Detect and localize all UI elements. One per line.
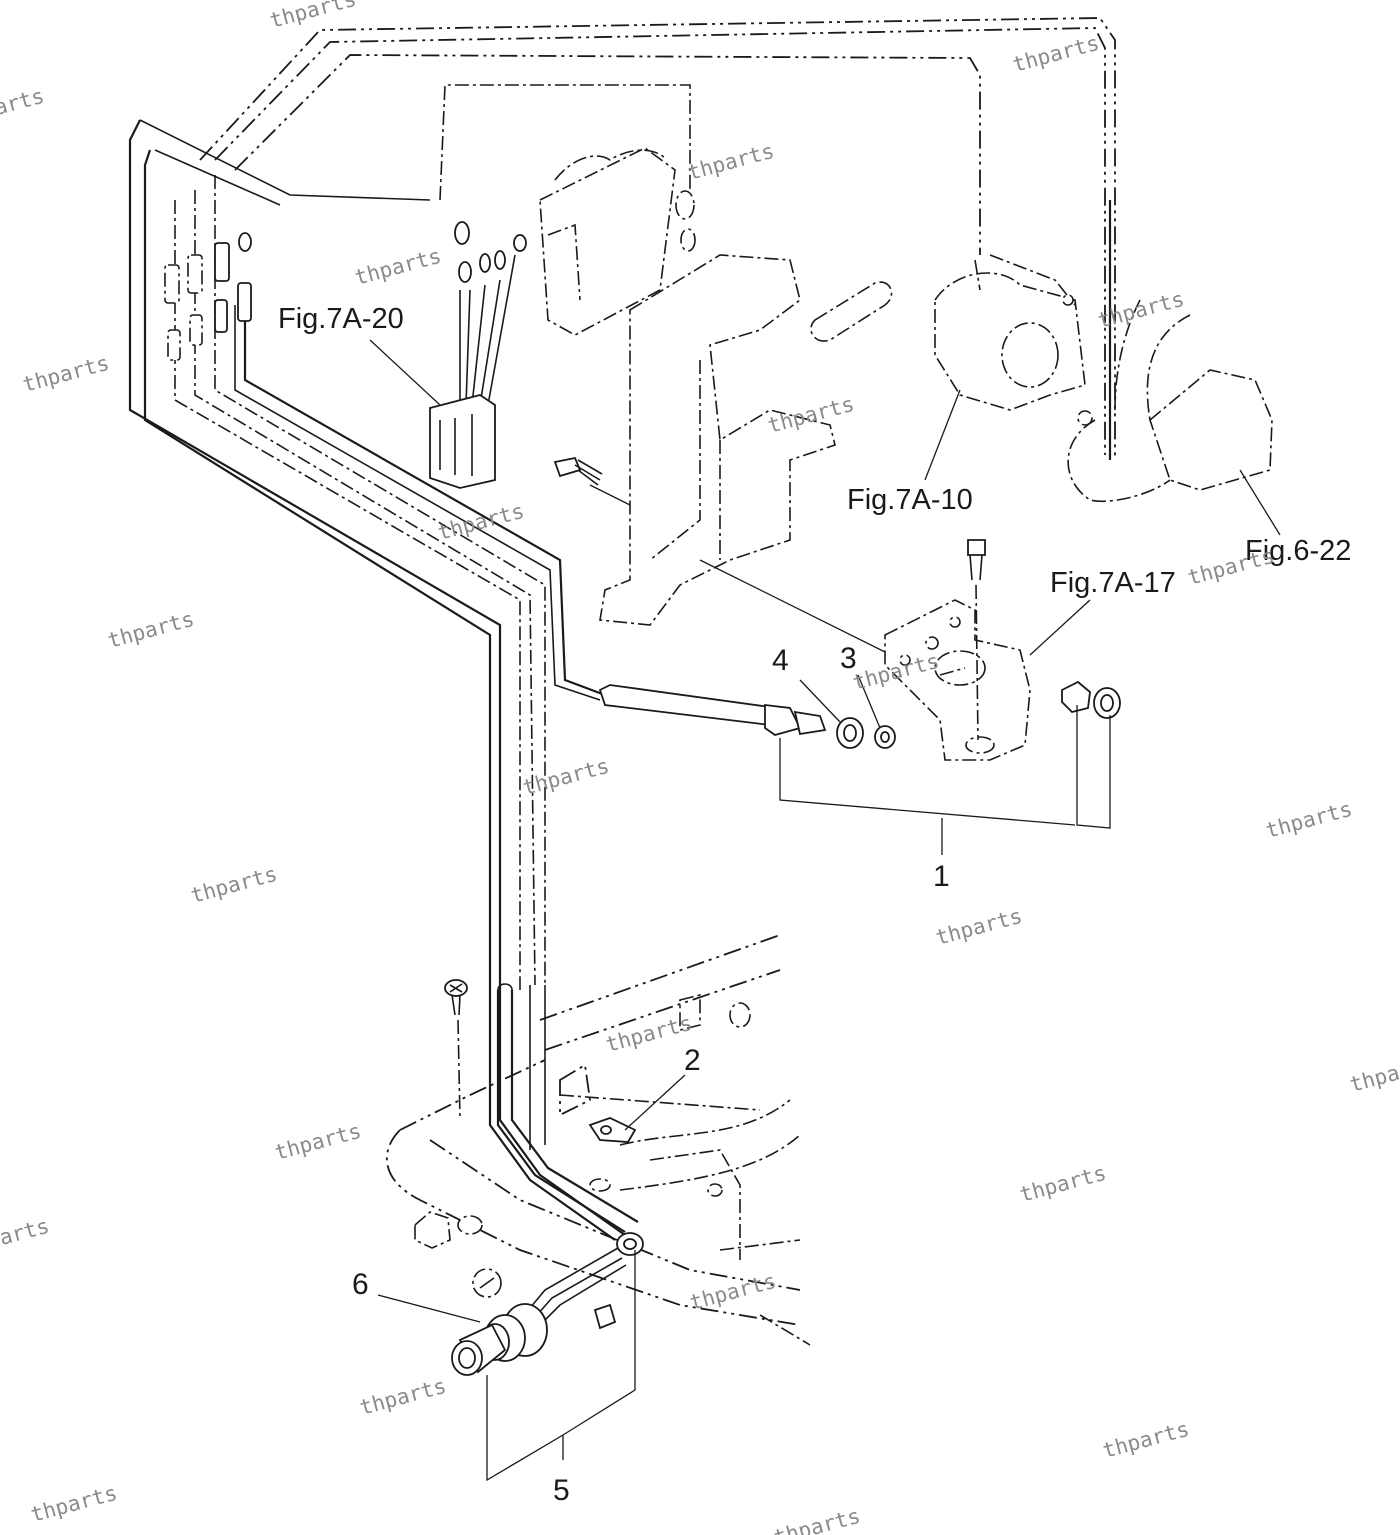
watermark: thparts: [685, 139, 777, 185]
watermark: thparts: [1347, 1051, 1400, 1097]
callout-fig-7a-17: Fig.7A-17: [1050, 567, 1176, 599]
watermark: thparts: [267, 0, 359, 33]
relay-switch: [1067, 200, 1273, 503]
grommet-wires: [414, 1211, 627, 1331]
callout-fig-7a-10: Fig.7A-10: [847, 484, 973, 516]
watermark: thparts: [28, 1481, 120, 1527]
watermark: thparts: [272, 1119, 364, 1165]
callout-fig-7a-20: Fig.7A-20: [278, 303, 404, 335]
bolt-leader: [589, 484, 631, 506]
callout-part-1: 1: [933, 860, 950, 893]
temperature-sensor: [598, 680, 1121, 749]
watermark: thparts: [1185, 544, 1277, 590]
locking-pin: [810, 281, 893, 342]
watermark: thparts: [933, 904, 1025, 950]
mounting-bracket: [599, 254, 836, 626]
watermark: thparts: [771, 1504, 863, 1535]
bolt-left: [553, 456, 603, 486]
watermark: thparts: [0, 1214, 52, 1260]
watermark: thparts: [1263, 797, 1355, 843]
cable-tube: [496, 983, 644, 1256]
watermark: thparts: [352, 244, 444, 290]
cable-clamp: [588, 1117, 637, 1143]
watermark: thparts: [188, 862, 280, 908]
grommet-assembly: [451, 1303, 548, 1376]
leader-lines: [369, 339, 1281, 1482]
watermark: thparts: [20, 351, 112, 397]
ignition-module: [539, 147, 676, 336]
watermark: thparts: [1017, 1161, 1109, 1207]
watermark: thparts: [0, 84, 47, 130]
sensor-bracket: [884, 599, 1031, 761]
terminal-connectors: [164, 190, 696, 361]
wire-harness-routing: [128, 17, 1116, 1241]
watermark: thparts: [520, 754, 612, 800]
rectifier-unit: [429, 254, 516, 489]
callout-part-4: 4: [772, 644, 789, 677]
callout-fig-6-22: Fig.6-22: [1245, 535, 1351, 567]
cowling-screw: [444, 979, 468, 1121]
callout-part-6: 6: [352, 1268, 369, 1301]
callout-part-2: 2: [684, 1044, 701, 1077]
watermark: thparts: [603, 1011, 695, 1057]
watermark: thparts: [1100, 1417, 1192, 1463]
watermark: thparts: [105, 607, 197, 653]
lower-cowling: [386, 934, 811, 1346]
watermark: thparts: [1010, 31, 1102, 77]
watermark: thparts: [435, 499, 527, 545]
sensor-bolt: [967, 539, 986, 741]
callout-part-5: 5: [553, 1474, 570, 1507]
callout-part-3: 3: [840, 642, 857, 675]
watermark: thparts: [357, 1374, 449, 1420]
solenoid: [934, 254, 1086, 411]
watermark: thparts: [687, 1269, 779, 1315]
